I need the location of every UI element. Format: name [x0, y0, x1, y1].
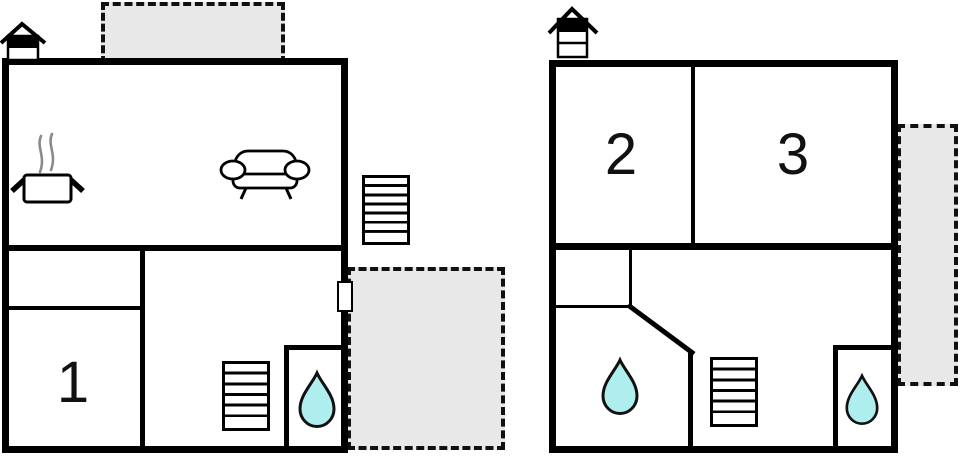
water-drop-shape	[845, 372, 879, 425]
interior-wall	[688, 351, 693, 446]
sofa-armrest	[283, 159, 311, 181]
cooking-pot-icon	[8, 130, 88, 210]
sofa-leg	[284, 187, 293, 200]
stairs-icon	[710, 357, 758, 427]
outdoor-stairs-icon	[362, 175, 410, 245]
water-drop-shape	[601, 356, 639, 415]
chimney-band	[8, 36, 38, 48]
interior-wall	[140, 245, 145, 446]
door-marker	[337, 281, 353, 312]
interior-wall	[9, 245, 341, 251]
sofa-armrest	[219, 159, 247, 181]
bathroom-wall	[833, 345, 838, 446]
diagonal-wall-line	[626, 302, 696, 357]
room-label-2: 2	[604, 122, 638, 187]
room-label-3: 3	[776, 122, 810, 187]
upper-floor-plan: 2 3	[549, 60, 898, 453]
room-label-1: 1	[56, 350, 90, 415]
chimney-icon	[546, 2, 600, 59]
interior-wall	[629, 250, 632, 308]
bathroom-wall	[833, 345, 891, 350]
terrace-side-ground-floor	[347, 267, 505, 450]
ground-floor-plan: 1	[2, 58, 348, 453]
water-drop-icon	[298, 369, 336, 429]
interior-wall	[9, 306, 145, 310]
bathroom-wall	[284, 345, 289, 446]
interior-wall	[556, 305, 632, 308]
chimney-roof	[0, 21, 47, 45]
interior-wall	[691, 67, 695, 250]
water-drop-icon	[601, 356, 639, 416]
water-drop-shape	[298, 369, 336, 428]
diagonal-wall	[556, 67, 891, 446]
interior-wall	[556, 243, 891, 250]
chimney-roof	[547, 6, 599, 35]
sofa-icon	[218, 144, 314, 204]
stairs-icon	[222, 361, 270, 431]
pot-handle	[10, 177, 26, 194]
chimney-icon	[0, 20, 48, 62]
water-drop-icon	[845, 372, 879, 427]
terrace-top-ground-floor	[101, 2, 285, 64]
terrace-side-upper-floor	[897, 124, 958, 386]
steam-line	[38, 134, 44, 174]
bathroom-wall	[284, 345, 341, 350]
pot-handle	[69, 177, 85, 194]
pot-body	[22, 173, 73, 204]
sofa-leg	[239, 187, 248, 200]
sofa-seat	[231, 172, 299, 190]
chimney-band	[558, 19, 587, 32]
steam-line	[49, 132, 55, 172]
